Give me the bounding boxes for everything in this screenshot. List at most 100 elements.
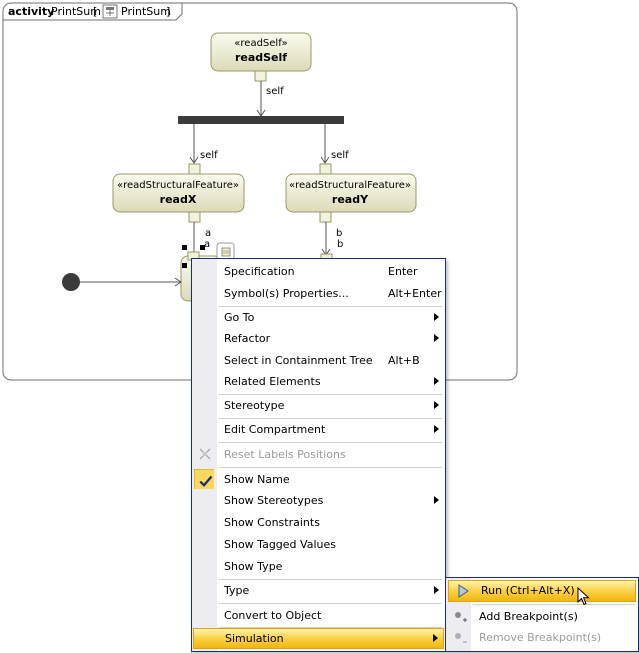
menu-item-reset-labels-positions[interactable]: Reset Labels Positions: [193, 444, 444, 465]
readx-input-pin-label: self: [200, 150, 218, 161]
mouse-cursor-icon: [577, 587, 590, 606]
menu-item-show-tagged-values[interactable]: Show Tagged Values: [193, 534, 444, 555]
ready-name: readY: [332, 193, 369, 206]
ready-stereotype: «readStructuralFeature»: [289, 180, 411, 191]
menu-item-remove-breakpoint[interactable]: Remove Breakpoint(s): [447, 627, 637, 648]
menu-item-shortcut: Alt+B: [388, 354, 420, 367]
menu-separator: [219, 579, 442, 580]
menu-item-shortcut: Enter: [388, 265, 418, 278]
menu-item-show-stereotypes[interactable]: Show Stereotypes: [193, 490, 444, 511]
flow-arrowhead: [174, 277, 182, 287]
menu-item-label: Remove Breakpoint(s): [479, 631, 602, 644]
menu-item-edit-compartment[interactable]: Edit Compartment: [193, 419, 444, 440]
menu-item-label: Simulation: [225, 632, 284, 645]
menu-item-label: Add Breakpoint(s): [479, 610, 578, 623]
menu-item-label: Show Name: [224, 473, 290, 486]
menu-item-shortcut: Alt+Enter: [388, 287, 442, 300]
simulation-submenu: Run (Ctrl+Alt+X) Add Breakpoint(s) Remov…: [445, 577, 639, 652]
menu-item-label: Refactor: [224, 332, 271, 345]
menu-item-label: Show Tagged Values: [224, 538, 336, 551]
menu-item-add-breakpoint[interactable]: Add Breakpoint(s): [447, 606, 637, 627]
ready-output-pin[interactable]: [319, 211, 332, 223]
submenu-arrow-icon: [434, 334, 439, 342]
ready-input-pin[interactable]: [319, 163, 332, 175]
initial-node[interactable]: [62, 273, 80, 291]
readself-output-pin[interactable]: [254, 70, 267, 82]
add-breakpoint-icon: [455, 612, 467, 622]
menu-item-label: Type: [224, 584, 250, 597]
menu-item-label: Symbol(s) Properties...: [224, 287, 349, 300]
submenu-arrow-icon: [434, 496, 439, 504]
activity-type-icon: [102, 4, 118, 19]
menu-separator: [219, 442, 442, 443]
context-menu: Specification Enter Symbol(s) Properties…: [191, 258, 446, 652]
menu-item-show-name[interactable]: Show Name: [193, 469, 444, 490]
menu-item-label: Specification: [224, 265, 295, 278]
frame-name: PrintSum: [51, 5, 101, 18]
ready-input-pin-label: self: [331, 150, 349, 161]
menu-item-label: Related Elements: [224, 375, 321, 388]
menu-item-label: Select in Containment Tree: [224, 354, 373, 367]
menu-item-type[interactable]: Type: [193, 580, 444, 601]
add-pin-b-label: b: [337, 239, 343, 250]
submenu-arrow-icon: [434, 377, 439, 385]
menu-separator: [473, 604, 635, 605]
menu-item-convert-to-object[interactable]: Convert to Object: [193, 605, 444, 626]
menu-item-go-to[interactable]: Go To: [193, 307, 444, 328]
menu-item-refactor[interactable]: Refactor: [193, 328, 444, 349]
flow-arrowhead: [320, 156, 330, 164]
submenu-arrow-icon: [434, 401, 439, 409]
menu-item-label: Go To: [224, 311, 255, 324]
readself-stereotype: «readSelf»: [234, 38, 287, 49]
menu-item-label: Edit Compartment: [224, 423, 326, 436]
readx-name: readX: [160, 193, 197, 206]
menu-separator: [219, 603, 442, 604]
menu-separator: [219, 627, 442, 628]
menu-item-symbol-properties[interactable]: Symbol(s) Properties... Alt+Enter: [193, 283, 444, 304]
add-pin-a-label: a: [204, 239, 210, 250]
menu-item-simulation[interactable]: Simulation: [193, 628, 444, 649]
remove-breakpoint-icon: [455, 633, 467, 643]
selection-handles[interactable]: [182, 245, 205, 268]
menu-item-specification[interactable]: Specification Enter: [193, 261, 444, 282]
menu-item-label: Convert to Object: [224, 609, 322, 622]
flow-arrowhead: [189, 156, 199, 164]
menu-item-label: Show Type: [224, 560, 283, 573]
menu-item-label: Run (Ctrl+Alt+X): [481, 584, 575, 597]
readx-output-pin-label: a: [205, 228, 211, 239]
fork-node[interactable]: [178, 116, 344, 124]
ready-action[interactable]: «readStructuralFeature» readY: [285, 173, 417, 213]
reset-labels-icon: [199, 448, 211, 460]
submenu-arrow-icon: [434, 586, 439, 594]
menu-item-label: Show Constraints: [224, 516, 320, 529]
frame-close-bracket: ]: [166, 5, 170, 18]
readself-pin-label: self: [266, 86, 284, 97]
menu-item-select-in-containment-tree[interactable]: Select in Containment Tree Alt+B: [193, 350, 444, 371]
readself-name: readSelf: [235, 51, 287, 64]
menu-item-label: Reset Labels Positions: [224, 448, 346, 461]
menu-item-label: Show Stereotypes: [224, 494, 324, 507]
frame-open-bracket: [: [93, 5, 97, 18]
menu-item-run[interactable]: Run (Ctrl+Alt+X): [448, 580, 636, 602]
frame-type-name: PrintSum: [121, 5, 171, 18]
menu-item-related-elements[interactable]: Related Elements: [193, 371, 444, 392]
submenu-arrow-icon: [433, 634, 438, 642]
submenu-arrow-icon: [434, 425, 439, 433]
readx-action[interactable]: «readStructuralFeature» readX: [112, 173, 245, 213]
menu-separator: [219, 394, 442, 395]
ready-output-pin-label: b: [336, 228, 342, 239]
menu-item-label: Stereotype: [224, 399, 285, 412]
menu-separator: [219, 418, 442, 419]
frame-kind: activity: [8, 5, 54, 18]
readx-input-pin[interactable]: [188, 163, 201, 175]
menu-item-stereotype[interactable]: Stereotype: [193, 395, 444, 416]
menu-item-show-constraints[interactable]: Show Constraints: [193, 512, 444, 533]
menu-separator: [219, 306, 442, 307]
readself-action[interactable]: «readSelf» readSelf: [210, 32, 312, 72]
menu-separator: [219, 467, 442, 468]
checkmark-icon: [194, 469, 214, 489]
run-play-icon: [458, 584, 469, 598]
readx-stereotype: «readStructuralFeature»: [117, 180, 239, 191]
menu-item-show-type[interactable]: Show Type: [193, 556, 444, 577]
readx-output-pin[interactable]: [188, 211, 201, 223]
